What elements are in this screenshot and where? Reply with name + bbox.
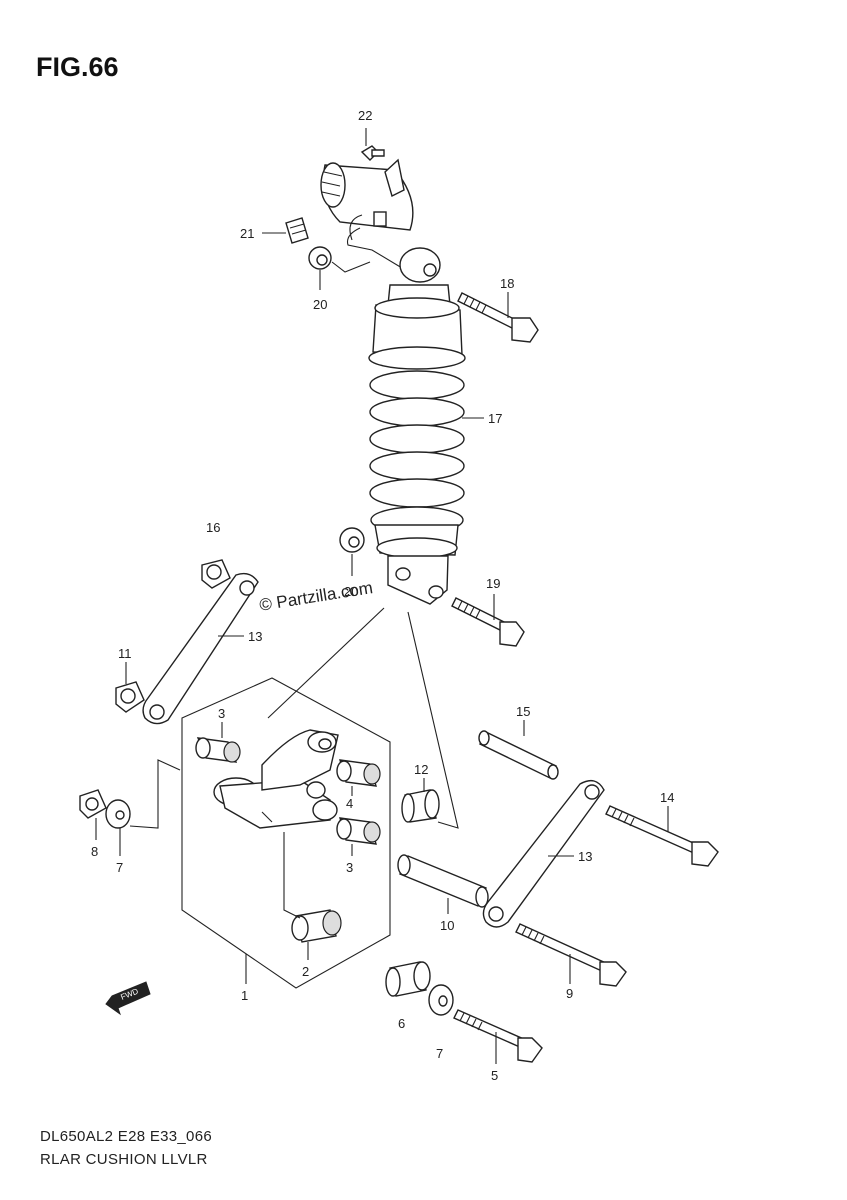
callout-20-lower: 20 [344,584,358,599]
nut-part-8 [79,789,107,819]
callout-7-lower: 7 [436,1046,443,1061]
callout-17: 17 [488,411,502,426]
callout-15: 15 [516,704,530,719]
callout-18: 18 [500,276,514,291]
model-code: DL650AL2 E28 E33_066 [40,1128,212,1145]
callout-9: 9 [566,986,573,1001]
washer-part-7-left [105,799,131,829]
callout-12: 12 [414,762,428,777]
callout-16: 16 [206,520,220,535]
shock-to-lever-line [267,607,385,719]
nut-part-16 [201,559,231,589]
callout-3-upper: 3 [218,706,225,721]
washer-7-leader [129,759,181,829]
bolt-part-9 [515,923,627,987]
callout-8: 8 [91,844,98,859]
pipe-part-10 [397,854,489,908]
callout-20-upper: 20 [313,297,327,312]
figure-title: FIG.66 [36,52,119,82]
reservoir-assembly [320,145,414,269]
callout-11: 11 [118,646,132,661]
callout-1: 1 [241,988,248,1003]
callout-7-left: 7 [116,860,123,875]
callout-13-lower: 13 [578,849,592,864]
bushing-part-4 [336,759,381,787]
fwd-arrow-icon: FWD [105,981,151,1016]
nut-part-11 [115,681,145,713]
bushing-2-leader [283,832,301,919]
callout-14: 14 [660,790,674,805]
bushing-part-3-lower [336,817,381,845]
spacer-part-12 [401,789,440,823]
bolt-part-18 [457,292,539,343]
lever-assembly-outline [181,677,391,989]
shock-to-spacer-line [407,611,459,829]
link-part-13-upper [142,572,259,725]
cushion-lever-part-1 [213,729,339,829]
link-part-13-lower [482,779,605,928]
callout-19: 19 [486,576,500,591]
callout-5: 5 [491,1068,498,1083]
callout-4: 4 [346,796,353,811]
spacer-part-6 [385,961,431,997]
callout-10: 10 [440,918,454,933]
bushing-part-2 [291,909,342,943]
bolt-part-5 [453,1009,543,1063]
callout-2: 2 [302,964,309,979]
washer-part-7-lower [428,984,454,1016]
callout-13-upper: 13 [248,629,262,644]
callout-6: 6 [398,1016,405,1031]
callout-3-lower: 3 [346,860,353,875]
callout-22: 22 [358,108,372,123]
bolt-part-14 [605,805,719,867]
callout-leaders [95,128,669,1064]
spacer-part-20-upper [308,246,332,270]
spacer-part-20-lower [339,527,365,553]
bolt-part-19 [451,597,525,647]
callout-numbers: 22 21 20 18 17 16 20 19 13 11 3 4 3 12 1… [91,108,674,1083]
diagram-caption: RLAR CUSHION LLVLR [40,1151,208,1168]
shock-absorber-part-17 [368,247,466,605]
bushing-part-3-upper [195,737,241,763]
pipe-part-15 [478,730,559,780]
callout-21: 21 [240,226,254,241]
